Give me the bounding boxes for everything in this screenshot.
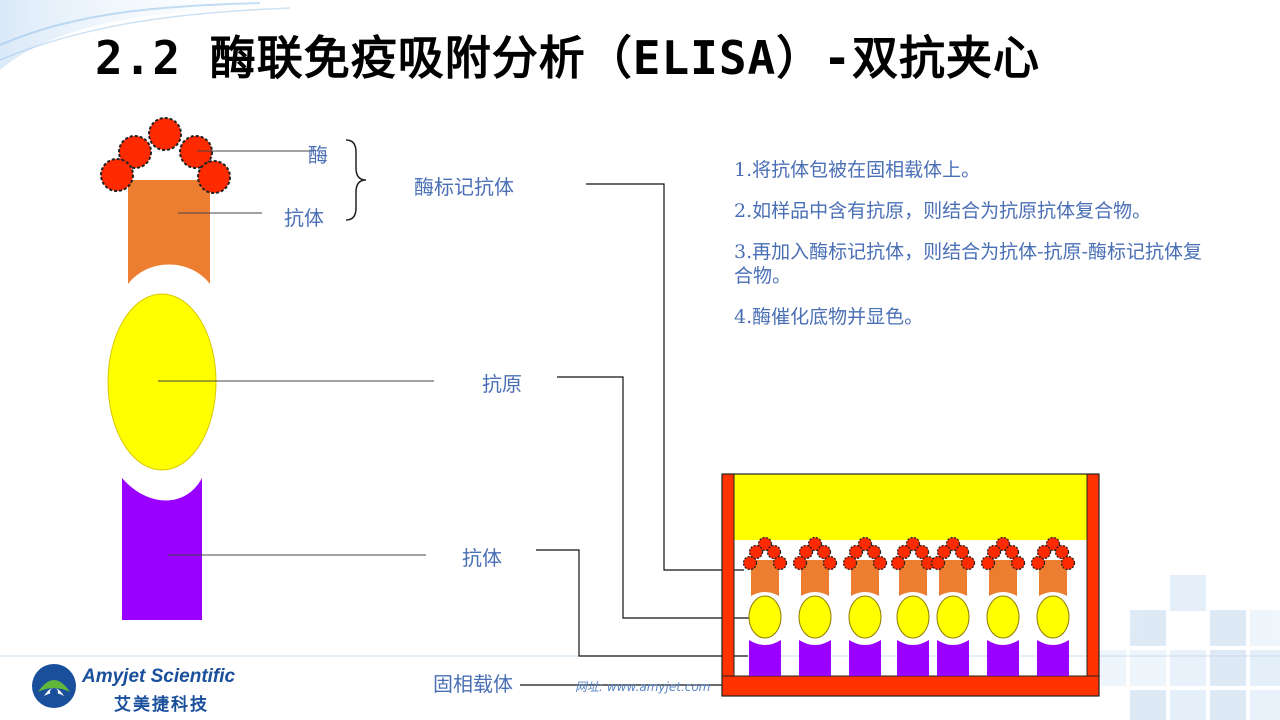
website-url[interactable]: 网址: www.amyjet.com: [575, 680, 711, 694]
complex-enzyme: [772, 555, 788, 571]
microplate-well: [721, 473, 1100, 697]
steps-list: 1.将抗体包被在固相载体上。 2.如样品中含有抗原，则结合为抗原抗体复合物。 3…: [734, 158, 1264, 346]
complex-enzyme: [1060, 555, 1076, 571]
complex-enzyme: [1036, 544, 1052, 560]
complex-antigen: [936, 595, 970, 639]
complex-enzyme: [1045, 536, 1061, 552]
logo-text-cn: 艾美捷科技: [114, 695, 209, 715]
complex-antibody-top: [801, 560, 829, 596]
well-left-wall: [721, 473, 735, 697]
complex-enzyme: [930, 555, 946, 571]
complex-enzyme: [905, 536, 921, 552]
complex-enzyme: [816, 544, 832, 560]
complex-enzyme: [1030, 555, 1046, 571]
complex-enzyme: [742, 555, 758, 571]
complex-enzyme: [890, 555, 906, 571]
decorative-tiles: [1100, 575, 1280, 720]
complex-enzyme: [960, 555, 976, 571]
step-4: 4.酶催化底物并显色。: [734, 306, 924, 328]
complex-antibody-top: [851, 560, 879, 596]
complex-antibody-top: [939, 560, 967, 596]
complex-antigen: [848, 595, 882, 639]
label-antibody-top: 抗体: [284, 206, 324, 230]
complex-antibody-bottom: [849, 640, 881, 676]
complex-antibody-top: [989, 560, 1017, 596]
label-enzyme-labeled-antibody: 酶标记抗体: [414, 175, 514, 199]
enzyme-cluster: [100, 117, 231, 194]
complex-antigen: [986, 595, 1020, 639]
logo-text-en: Amyjet Scientific: [82, 666, 236, 687]
complex-enzyme: [857, 536, 873, 552]
complex-enzyme: [807, 536, 823, 552]
complex-enzyme: [798, 544, 814, 560]
complex-enzyme: [766, 544, 782, 560]
step-1: 1.将抗体包被在固相载体上。: [734, 159, 981, 181]
decorative-swoosh: [0, 0, 300, 70]
complex-enzyme: [792, 555, 808, 571]
complex-enzyme: [848, 544, 864, 560]
complex-enzyme: [945, 536, 961, 552]
logo-mark-icon: [32, 664, 76, 708]
connector-lines: [520, 183, 750, 686]
complex-antibody-bottom: [937, 640, 969, 676]
antibody-bottom-body: [122, 478, 202, 620]
complex-enzyme: [1054, 544, 1070, 560]
well-bottom: [721, 675, 1100, 697]
complex-enzyme: [866, 544, 882, 560]
sandwich-complexes: [742, 536, 1076, 676]
complex-enzyme: [986, 544, 1002, 560]
label-solid-phase: 固相载体: [433, 672, 513, 696]
enzyme-labeled-antibody-figure: [100, 117, 231, 284]
page-title: 2.2 酶联免疫吸附分析（ELISA）-双抗夹心: [95, 31, 1040, 85]
complex-enzyme: [872, 555, 888, 571]
complex-enzyme: [914, 544, 930, 560]
complex-antibody-bottom: [799, 640, 831, 676]
complex-enzyme: [822, 555, 838, 571]
leader-lines-left: [158, 150, 434, 556]
well-right-wall: [1086, 473, 1100, 697]
complex-antigen: [1036, 595, 1070, 639]
complex-enzyme: [995, 536, 1011, 552]
step-2: 2.如样品中含有抗原，则结合为抗原抗体复合物。: [734, 200, 1152, 222]
label-antigen: 抗原: [482, 372, 522, 396]
brace: [345, 139, 367, 221]
well-solution: [732, 474, 1088, 540]
antigen-ellipse: [107, 293, 217, 471]
complex-enzyme: [748, 544, 764, 560]
complex-enzyme: [1010, 555, 1026, 571]
label-antibody-bottom: 抗体: [462, 546, 502, 570]
complex-antigen: [798, 595, 832, 639]
company-logo: Amyjet Scientific 艾美捷科技: [30, 660, 290, 715]
complex-antigen: [748, 595, 782, 639]
complex-enzyme: [954, 544, 970, 560]
antibody-top-body: [128, 180, 210, 284]
complex-enzyme: [757, 536, 773, 552]
complex-antibody-bottom: [1037, 640, 1069, 676]
complex-antibody-bottom: [897, 640, 929, 676]
complex-antibody-top: [899, 560, 927, 596]
complex-enzyme: [980, 555, 996, 571]
complex-enzyme: [1004, 544, 1020, 560]
label-enzyme: 酶: [308, 143, 328, 167]
complex-enzyme: [896, 544, 912, 560]
step-3: 3.再加入酶标记抗体，则结合为抗体-抗原-酶标记抗体复合物。: [734, 241, 1202, 287]
complex-antibody-bottom: [987, 640, 1019, 676]
complex-antigen: [896, 595, 930, 639]
complex-antibody-top: [1039, 560, 1067, 596]
complex-enzyme: [842, 555, 858, 571]
complex-enzyme: [936, 544, 952, 560]
complex-antibody-bottom: [749, 640, 781, 676]
complex-antibody-top: [751, 560, 779, 596]
